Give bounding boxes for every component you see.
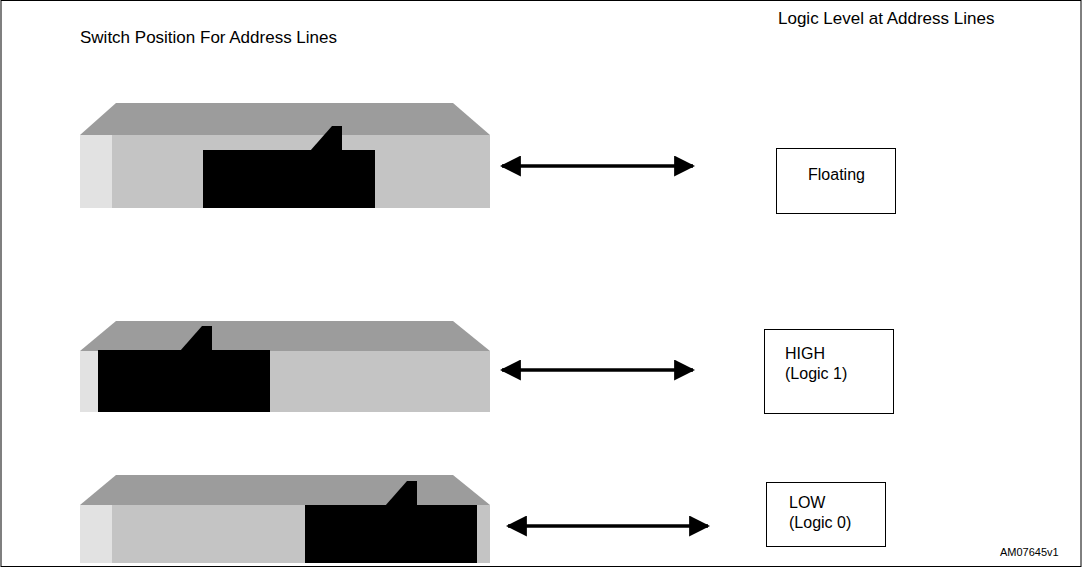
double-arrow: [502, 164, 693, 168]
figure-id: AM07645v1: [1000, 545, 1059, 559]
switch-slider: [305, 505, 477, 563]
slide-switch: [80, 321, 490, 412]
switch-end-face: [80, 505, 112, 563]
switch-slider: [203, 150, 375, 208]
switch-front-face: [112, 135, 490, 208]
double-arrow: [508, 524, 708, 528]
column-heading: Switch Position For Address Lines: [80, 24, 337, 51]
logic-level-text: Floating: [808, 165, 892, 185]
switch-top-face: [80, 103, 490, 135]
switch-tab: [180, 326, 212, 351]
switch-tab: [310, 126, 342, 151]
slide-switch: [80, 103, 490, 208]
slide-switch: [80, 475, 490, 563]
switch-front-face: [112, 505, 490, 563]
column-heading: Logic Level at Address Lines: [778, 5, 994, 32]
switch-end-face: [80, 135, 112, 208]
logic-level-box: HIGH (Logic 1): [764, 329, 894, 414]
logic-level-box: Floating: [776, 148, 896, 214]
double-arrow: [502, 368, 693, 372]
switch-top-face: [80, 475, 490, 505]
switch-slider: [98, 350, 270, 412]
switch-top-face: [80, 321, 490, 351]
logic-level-text: LOW (Logic 0): [789, 493, 873, 533]
logic-level-text: HIGH (Logic 1): [785, 344, 869, 384]
switch-tab: [385, 481, 417, 506]
logic-level-box: LOW (Logic 0): [766, 482, 886, 547]
